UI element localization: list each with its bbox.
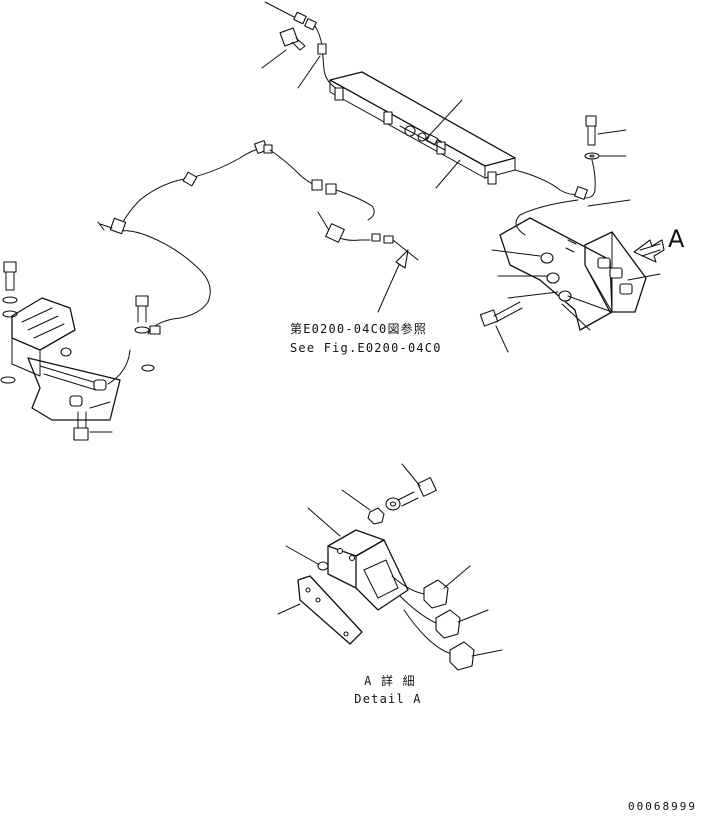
bolt-left-bottom (73, 411, 89, 441)
detail-a-assembly (297, 477, 475, 671)
see-figure-reference-ja: 第E0200-04C0図参照 (290, 322, 428, 336)
middle-harness (97, 140, 419, 313)
detail-a-title-ja: A 詳 細 (364, 674, 416, 688)
upper-harness-assembly (264, 1, 581, 195)
leader-lines (89, 49, 661, 657)
bolt-left-mid (134, 295, 155, 372)
bolt-left-top (0, 261, 18, 384)
drawing-number: 00068999 (628, 800, 697, 813)
bolt-right-bottom (479, 301, 523, 327)
bolt-top-bar (279, 27, 306, 51)
view-a-arrow (633, 239, 665, 263)
view-a-label: A (668, 225, 685, 253)
right-lamp-bracket (479, 115, 647, 331)
left-lamp-bracket (0, 261, 209, 441)
lamp-3 (449, 641, 475, 671)
detail-bolt (397, 477, 437, 507)
bolt-right-top (584, 115, 600, 160)
lamp-2 (435, 609, 461, 639)
see-figure-reference-en: See Fig.E0200-04C0 (290, 341, 442, 355)
detail-a-title-en: Detail A (354, 692, 422, 706)
lamp-1 (423, 579, 449, 609)
